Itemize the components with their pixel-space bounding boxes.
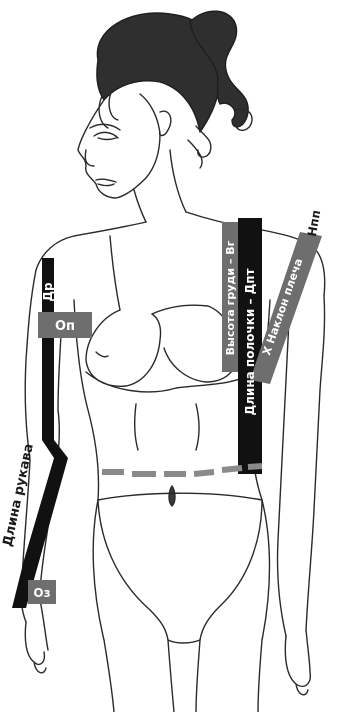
left-hand	[25, 600, 48, 673]
briefs-waistband	[98, 493, 262, 500]
neck	[134, 150, 186, 222]
label-oz: Оз	[33, 586, 50, 600]
tape-upper-arm	[42, 338, 54, 440]
nose	[85, 150, 94, 166]
bra-cup-left	[86, 310, 161, 386]
inner-legs	[168, 640, 200, 712]
mouth	[96, 179, 116, 185]
right-leg	[258, 640, 262, 712]
bra-strap-left	[110, 236, 120, 310]
briefs-right-leg	[200, 500, 262, 640]
ear	[160, 111, 171, 135]
abdomen-line	[135, 404, 199, 450]
briefs-crotch	[168, 640, 200, 643]
eye	[94, 132, 118, 139]
briefs-left-leg	[98, 500, 168, 640]
label-op: Оп	[55, 319, 75, 334]
label-dr: Др	[41, 282, 55, 302]
bra-band	[86, 372, 256, 392]
label-npp: Нпп	[305, 209, 323, 238]
right-hand	[285, 630, 310, 695]
label-chest-height: Высота груди – Вг	[224, 240, 237, 355]
figure-line-art	[21, 11, 324, 712]
label-sleeve-length: Длина рукава	[0, 442, 36, 548]
face-outline	[78, 94, 160, 198]
left-leg	[104, 640, 114, 712]
right-arm-outer	[306, 296, 325, 630]
label-bodice-length: Длина полочки – Дпт	[243, 268, 257, 415]
navel	[169, 486, 175, 506]
